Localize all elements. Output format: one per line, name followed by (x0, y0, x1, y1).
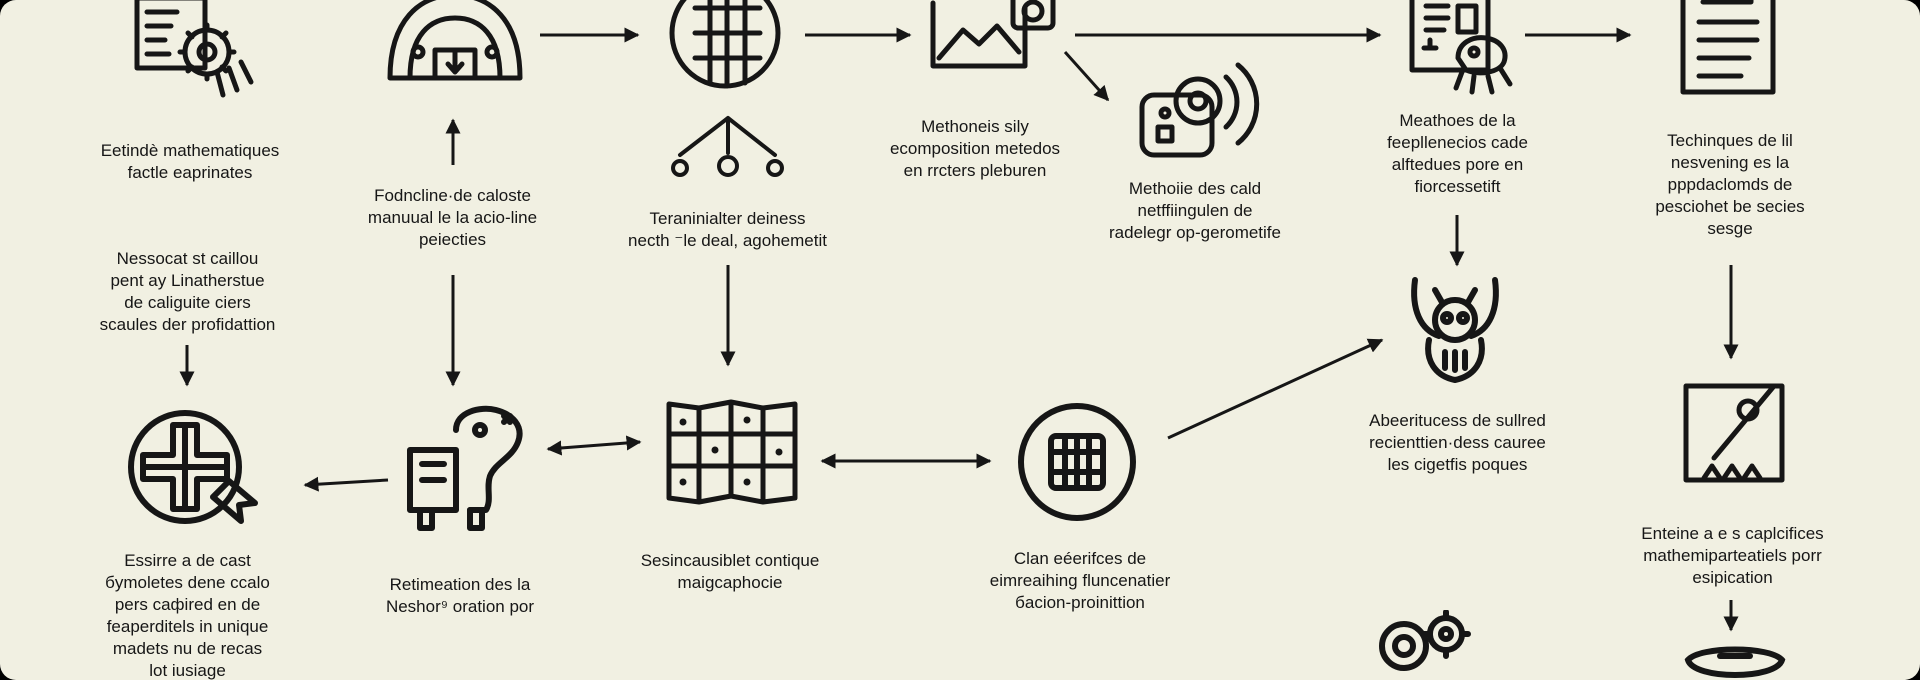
owl-icon (1411, 277, 1499, 383)
arrow-n10-n9 (303, 476, 389, 492)
node-label-n6: Meathoes de la feepllenecios cade alfted… (1387, 111, 1528, 196)
cross-ribbon-icon (128, 410, 258, 524)
node-label-n1: Eetindè mathematiques factle eaprinates (100, 141, 280, 182)
node-label-n7: Techinques de lil nesvening es la pppdac… (1655, 131, 1805, 238)
node-label-n9: Essirre a de cast бymoletes dene ccalo p… (105, 551, 270, 680)
folded-map-icon (666, 399, 798, 505)
node-label-n12: Clan eéerifces de eimreaihing fluncenati… (989, 549, 1171, 612)
arch-dome-icon (387, 0, 523, 81)
checklist-document-icon (1680, 0, 1776, 95)
node-label-n3: Teraninialter deiness necth ⁻le deal, ag… (628, 209, 827, 250)
node-label-n14: Enteine a e s caplcifices mathemiparteat… (1641, 524, 1824, 587)
arrow-n4-n5 (1063, 50, 1110, 102)
chart-camera-icon (930, 0, 1056, 69)
document-gear-icon (134, 0, 254, 98)
report-creature-icon (1409, 0, 1513, 95)
node-label-n5: Methoiie des cald netffiingulen de radel… (1109, 179, 1281, 242)
grid-circle-icon (669, 0, 781, 89)
chart-pen-icon (1683, 383, 1785, 483)
node-label-n11: Sesincausiblet contique maigcaphocie (640, 551, 820, 592)
gears-icon (1379, 610, 1471, 671)
node-label-n2: Fodncline·de caloste manuual le la acio-… (367, 186, 538, 249)
branch-tree-icon (671, 116, 784, 177)
battery-circle-icon (1018, 403, 1136, 521)
arrow-n10-n11 (546, 435, 642, 456)
signal-device-icon (1139, 62, 1260, 158)
node-label-n10: Retimeation des la Neshor⁹ oration por (385, 575, 535, 616)
arrow-n12-n13 (1167, 338, 1384, 440)
node-label-n4: Methoneis sily ecomposition metedos en r… (889, 117, 1061, 180)
bowl-icon (1684, 646, 1786, 678)
node-label-n8: Nessocat st caillou pent ay Linatherstue… (99, 249, 276, 334)
node-label-n13: Abeeritucess de sullred recienttien·dess… (1369, 411, 1546, 474)
animal-cart-icon (407, 405, 523, 531)
